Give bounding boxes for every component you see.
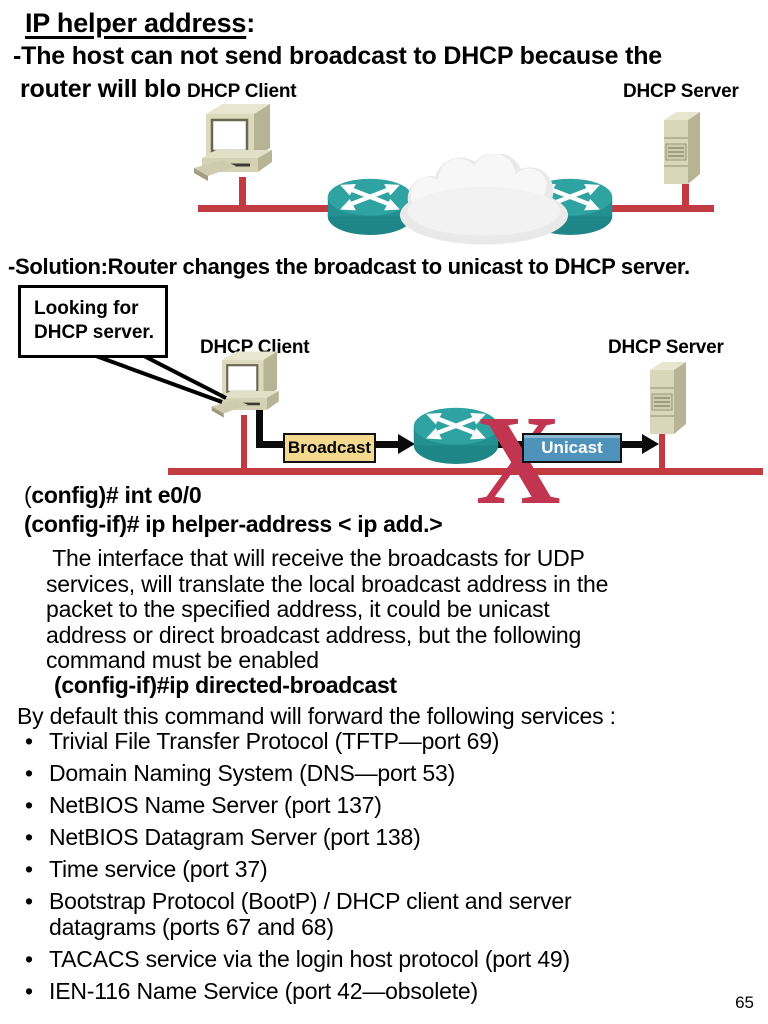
- diagram2-client-label: DHCP Client: [200, 337, 310, 358]
- command-line-1-text: config)# int e0/0: [31, 482, 202, 508]
- callout-text-line2: DHCP server.: [34, 322, 155, 343]
- callout-bubble: Looking for DHCP server.: [18, 285, 168, 358]
- router-icon: [327, 178, 413, 236]
- unicast-box: Unicast: [522, 433, 622, 463]
- flow-line-router-to-unicast: [488, 441, 524, 448]
- broadcast-box: Broadcast: [283, 433, 376, 463]
- diagram1-client-label: DHCP Client: [187, 81, 297, 102]
- list-item: TACACS service via the login host protoc…: [20, 946, 675, 972]
- paragraph-line: command must be enabled: [46, 647, 319, 674]
- list-item: IEN-116 Name Service (port 42—obsolete): [20, 978, 675, 1004]
- list-item: Trivial File Transfer Protocol (TFTP—por…: [20, 728, 675, 754]
- command-line-2: (config-if)# ip helper-address < ip add.…: [24, 511, 443, 537]
- arrow-head-into-server-bus: [642, 434, 659, 454]
- explanation-paragraph: The interface that will receive the broa…: [46, 545, 609, 674]
- page-number: 65: [735, 993, 754, 1012]
- command-line-1-paren: (: [24, 482, 32, 508]
- callout-tail: [95, 355, 227, 404]
- list-item: Time service (port 37): [20, 856, 675, 882]
- flow-line-to-broadcast: [256, 441, 283, 448]
- diagram1-server-label: DHCP Server: [623, 81, 739, 102]
- flow-line-client-down: [256, 394, 263, 448]
- page-title-text: IP helper address: [25, 8, 247, 38]
- list-item: NetBIOS Name Server (port 137): [20, 792, 675, 818]
- paragraph-line: The interface that will receive the broa…: [46, 545, 585, 571]
- diagram2-server-drop-line: [659, 431, 665, 468]
- client-computer-icon: [194, 104, 272, 181]
- server-tower-icon: [664, 112, 700, 184]
- diagram2-client-drop-line: [241, 415, 247, 468]
- diagram1-server-drop-line: [682, 184, 689, 206]
- arrow-head-into-router: [398, 434, 415, 454]
- command-line-1: (config)# int e0/0: [24, 482, 202, 509]
- by-default-line: By default this command will forward the…: [17, 703, 616, 729]
- diagram2-network-bus: [168, 468, 763, 475]
- command-line-3: (config-if)#ip directed-broadcast: [54, 672, 397, 698]
- page-title-colon: :: [246, 8, 256, 38]
- heading-line-3: router will blo: [20, 75, 181, 103]
- list-item: NetBIOS Datagram Server (port 138): [20, 824, 675, 850]
- page-title: IP helper address:: [25, 8, 255, 39]
- callout-text-line1: Looking for: [34, 298, 139, 319]
- paragraph-line: address or direct broadcast address, but…: [46, 621, 582, 648]
- client-computer-icon: [211, 351, 279, 418]
- solution-line: -Solution:Router changes the broadcast t…: [8, 254, 690, 279]
- paragraph-line: packet to the specified address, it coul…: [46, 596, 550, 623]
- flow-line-unicast-out: [622, 441, 643, 448]
- router-icon: [413, 407, 499, 465]
- heading-line-2: -The host can not send broadcast to DHCP…: [13, 42, 662, 70]
- diagram1-client-drop-line: [239, 177, 246, 206]
- list-item: Bootstrap Protocol (BootP) / DHCP client…: [20, 888, 675, 940]
- wan-cloud-icon: [399, 154, 569, 245]
- paragraph-line: services, will translate the local broad…: [46, 570, 609, 597]
- flow-line-broadcast-to-router: [376, 441, 399, 448]
- services-list: Trivial File Transfer Protocol (TFTP—por…: [20, 728, 675, 1010]
- list-item: Domain Naming System (DNS—port 53): [20, 760, 675, 786]
- diagram2-server-label: DHCP Server: [608, 337, 724, 358]
- server-tower-icon: [650, 362, 686, 434]
